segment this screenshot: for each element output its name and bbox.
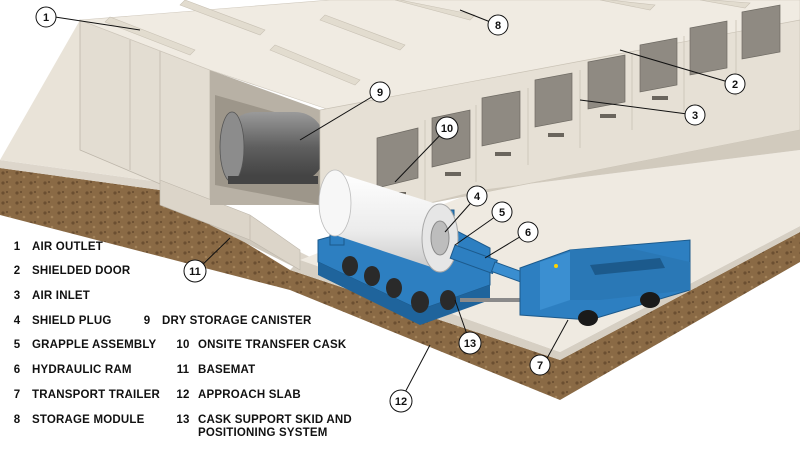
- legend-label: AIR INLET: [32, 290, 91, 302]
- callout-13: 13: [458, 331, 482, 355]
- legend-item-12: 12 APPROACH SLAB: [176, 389, 301, 402]
- callout-8: 8: [487, 14, 509, 36]
- callout-2: 2: [724, 73, 746, 95]
- legend-item-2: 2 SHIELDED DOOR: [10, 265, 131, 278]
- legend-item-7: 7 TRANSPORT TRAILER: [10, 389, 160, 402]
- svg-text:9: 9: [377, 87, 383, 99]
- onsite-transfer-cask: [318, 169, 459, 273]
- legend-num: 4: [13, 315, 21, 327]
- legend-item-9: 9 DRY STORAGE CANISTER: [140, 315, 312, 328]
- svg-text:6: 6: [525, 227, 531, 239]
- callout-bubbles: 1 2 3 4 5 6 7 8 9 10 11 12 13: [35, 6, 746, 413]
- legend-num: 3: [13, 290, 21, 302]
- legend-item-8: 8 STORAGE MODULE: [10, 414, 145, 427]
- svg-text:10: 10: [441, 123, 453, 135]
- legend-num: 8: [13, 414, 21, 426]
- svg-text:2: 2: [732, 79, 738, 91]
- transport-trailer: [519, 239, 691, 326]
- callout-5: 5: [491, 201, 513, 223]
- legend-num: 1: [13, 241, 21, 253]
- callout-11: 11: [183, 259, 207, 283]
- legend-item-3: 3 AIR INLET: [10, 290, 90, 303]
- trailer-wheels: [342, 256, 456, 313]
- legend-label: TRANSPORT TRAILER: [32, 389, 160, 401]
- legend-num: 2: [13, 265, 21, 277]
- shielded-doors: [376, 4, 781, 189]
- legend-num: 12: [176, 389, 190, 401]
- legend-label: DRY STORAGE CANISTER: [162, 315, 312, 327]
- legend-label: BASEMAT: [198, 364, 256, 376]
- legend-label: AIR OUTLET: [32, 241, 103, 253]
- callout-6: 6: [517, 221, 539, 243]
- legend-label: ONSITE TRANSFER CASK: [198, 339, 347, 351]
- legend-item-1: 1 AIR OUTLET: [10, 241, 103, 254]
- callout-12: 12: [389, 389, 413, 413]
- callout-3: 3: [684, 104, 706, 126]
- svg-text:5: 5: [499, 207, 505, 219]
- legend-num: 10: [176, 339, 190, 351]
- svg-text:3: 3: [692, 110, 698, 122]
- air-outlet-vents: [104, 0, 751, 86]
- legend-label: STORAGE MODULE: [32, 414, 145, 426]
- legend-num: 6: [13, 364, 21, 376]
- legend-label: GRAPPLE ASSEMBLY: [32, 339, 157, 351]
- storage-module-row: [319, 4, 800, 206]
- svg-text:7: 7: [537, 360, 543, 372]
- legend-label: APPROACH SLAB: [198, 389, 301, 401]
- callout-1: 1: [35, 6, 57, 28]
- storage-module-front: [79, 19, 301, 271]
- legend-item-5: 5 GRAPPLE ASSEMBLY: [10, 339, 157, 352]
- legend-num: 5: [13, 339, 21, 351]
- legend-label: CASK SUPPORT SKID AND POSITIONING SYSTEM: [198, 414, 352, 439]
- callout-10: 10: [435, 116, 459, 140]
- legend-item-6: 6 HYDRAULIC RAM: [10, 364, 132, 377]
- svg-text:13: 13: [464, 338, 476, 350]
- legend-item-10: 10 ONSITE TRANSFER CASK: [176, 339, 346, 352]
- legend-num: 9: [143, 315, 151, 327]
- callout-7: 7: [529, 354, 551, 376]
- legend-label: HYDRAULIC RAM: [32, 364, 132, 376]
- legend-num: 11: [176, 364, 190, 376]
- module-roof: [79, 0, 800, 111]
- legend-label: SHIELDED DOOR: [32, 265, 131, 277]
- legend-num: 13: [176, 414, 190, 426]
- callout-4: 4: [466, 185, 488, 207]
- legend-item-4: 4 SHIELD PLUG: [10, 315, 112, 328]
- legend-item-11: 11 BASEMAT: [176, 364, 256, 377]
- svg-text:8: 8: [495, 20, 501, 32]
- dry-storage-canister: [219, 111, 325, 184]
- svg-text:11: 11: [189, 266, 201, 278]
- legend-label: SHIELD PLUG: [32, 315, 112, 327]
- callout-9: 9: [369, 81, 391, 103]
- svg-text:1: 1: [43, 12, 49, 24]
- legend-num: 7: [13, 389, 21, 401]
- svg-text:12: 12: [395, 396, 407, 408]
- svg-text:4: 4: [474, 191, 481, 203]
- legend-item-13: 13 CASK SUPPORT SKID AND POSITIONING SYST…: [176, 414, 352, 440]
